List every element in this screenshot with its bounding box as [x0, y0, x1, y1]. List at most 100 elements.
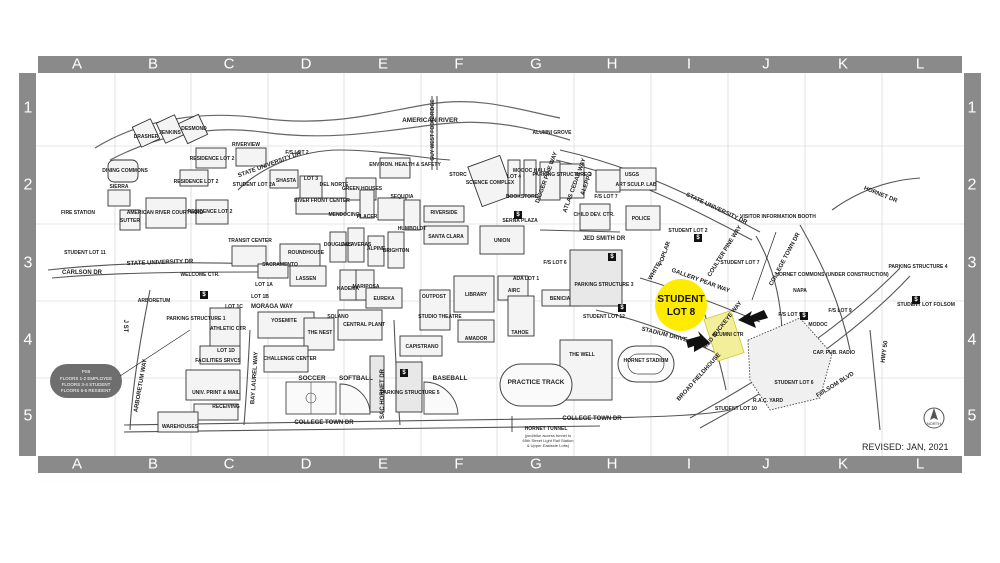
label-baseball: BASEBALL: [433, 375, 468, 382]
label-challenge: CHALLENGE CENTER: [263, 356, 316, 362]
label-sutter: SUTTER: [120, 218, 140, 224]
road-laurel: BAY LAUREL WAY: [250, 351, 260, 404]
label-mendocino: MENDOCINO: [328, 212, 359, 218]
label-warehouses: WAREHOUSES: [162, 424, 199, 430]
label-sequoia: SEQUOIA: [390, 194, 413, 200]
label-desmond: DESMOND: [181, 126, 207, 132]
label-the-well: THE WELL: [569, 352, 595, 358]
label-parking-structure-4: PARKING STRUCTURE 4: [888, 264, 947, 270]
label-univ-print: UNIV. PRINT & MAIL: [192, 390, 240, 396]
parking-marker-ps4: $: [914, 297, 918, 303]
student-lot-8-highlight: STUDENT LOT 8: [655, 279, 707, 331]
col-h-bottom: H: [607, 456, 618, 473]
grid-columns-top: A B C D E F G H I J K L: [72, 56, 924, 73]
grid-columns-bottom: A B C D E F G H I J K L: [72, 456, 924, 473]
col-k-bottom: K: [838, 456, 848, 473]
visitor-booth-pointer: [751, 231, 777, 301]
guy-west-footbridge: GUY WEST FOOTBRIDGE: [430, 96, 438, 170]
row-5-left: 5: [24, 408, 33, 425]
label-alpine: ALPINE: [367, 246, 386, 252]
col-a-bottom: A: [72, 456, 82, 473]
footbridge-label: GUY WEST FOOTBRIDGE: [430, 99, 436, 161]
label-del-norte: DEL NORTE: [320, 182, 349, 188]
label-child-dev: CHILD DEV. CTR.: [574, 212, 616, 218]
label-river-front: RIVER FRONT CENTER: [294, 198, 350, 204]
label-roundhouse: ROUNDHOUSE: [288, 250, 325, 256]
student-lot-8-area: [703, 310, 745, 362]
label-soccer: SOCCER: [298, 375, 326, 382]
road-coulter-pine: COULTER PINE WAY: [707, 225, 743, 278]
label-bookstore: BOOKSTORE: [506, 194, 539, 200]
col-h-top: H: [607, 56, 618, 73]
col-g-top: G: [530, 56, 542, 73]
label-res-lot-2a: RESIDENCE LOT 2: [190, 156, 235, 162]
highlight-line1: STUDENT: [657, 294, 704, 305]
label-police: POLICE: [632, 216, 651, 222]
tunnel-line2: 65th Street Light Rail Station: [523, 438, 574, 443]
road-college-town-s: COLLEGE TOWN DR: [562, 416, 622, 422]
col-b-bottom: B: [148, 456, 158, 473]
label-fire-station: FIRE STATION: [61, 210, 95, 216]
label-calaveras: CALAVERAS: [341, 242, 372, 248]
label-fs-lot-7: F/S LOT 7: [594, 194, 618, 200]
col-i-bottom: I: [687, 456, 691, 473]
label-transit: TRANSIT CENTER: [228, 238, 272, 244]
label-douglass: DOUGLASS: [324, 242, 353, 248]
legend-line4: FLOORS 5-6 RESIDENT: [61, 388, 112, 393]
label-art-sculp: ART SCULP. LAB: [615, 182, 656, 188]
label-shasta: SHASTA: [276, 178, 297, 184]
revised-date: REVISED: JAN, 2021: [862, 442, 949, 452]
label-student-lot-6: STUDENT LOT 6: [774, 380, 813, 386]
col-k-top: K: [838, 56, 848, 73]
row-3-left: 3: [24, 255, 33, 272]
label-lot3: LOT 3: [304, 176, 318, 182]
label-capistrano: CAPISTRANO: [405, 344, 438, 350]
label-studio-theatre: STUDIO THEATRE: [418, 314, 462, 320]
label-athletic-ctr: ATHLETIC CTR: [210, 326, 246, 332]
label-library: LIBRARY: [465, 292, 488, 298]
label-student-lot-2: STUDENT LOT 2: [668, 228, 707, 234]
row-4-right: 4: [968, 332, 977, 349]
label-outpost: OUTPOST: [422, 294, 446, 300]
col-f-bottom: F: [454, 456, 463, 473]
label-lot1b: LOT 1B: [251, 294, 269, 300]
road-college-town-w: COLLEGE TOWN DR: [294, 420, 354, 426]
col-l-top: L: [916, 56, 924, 73]
parking-marker-lot9: $: [802, 313, 806, 319]
label-lassen: LASSEN: [296, 276, 317, 282]
road-poplar: POPLAR: [658, 240, 672, 266]
col-j-top: J: [762, 56, 770, 73]
road-sac-hornet: SAC HORNET DR: [380, 368, 386, 419]
label-parking-structure-1: PARKING STRUCTURE 1: [166, 316, 225, 322]
grid-frame: [19, 56, 981, 473]
label-riverside: RIVERSIDE: [431, 210, 459, 216]
grid-rows-right: 1 2 3 4 5: [968, 100, 977, 425]
highlight-line2: LOT 8: [667, 307, 696, 318]
legend-line2: FLOORS 1-2 EMPLOYEE: [60, 376, 112, 381]
col-c-top: C: [224, 56, 235, 73]
label-receiving: RECEIVING: [212, 404, 240, 410]
label-modoc: MODOC: [808, 322, 828, 328]
river-label: AMERICAN RIVER: [402, 117, 458, 124]
label-sierra: SIERRA: [110, 184, 129, 190]
map-labels: ALUMNI GROVE DRASHER JENKINS DESMOND DIN…: [61, 126, 955, 430]
label-parking-structure-3: PARKING STRUCTURE 3: [574, 282, 633, 288]
label-kadema: KADEMA: [337, 286, 359, 292]
tunnel-title: HORNET TUNNEL: [525, 426, 568, 432]
label-lot1d: LOT 1D: [217, 348, 235, 354]
label-placer: PLACER: [357, 214, 378, 220]
label-environ: ENVIRON. HEALTH & SAFETY: [369, 162, 441, 168]
parking-marker-ps2: $: [516, 212, 520, 218]
label-ada-lot-1: ADA LOT 1: [513, 276, 539, 282]
road-state-univ-e: STATE UNIVERSITY DR: [685, 192, 749, 226]
compass-icon: NORTH: [923, 407, 945, 429]
label-hornet-commons: HORNET COMMONS (UNDER CONSTRUCTION): [775, 272, 889, 278]
label-union: UNION: [494, 238, 511, 244]
label-the-nest: THE NEST: [308, 330, 333, 336]
label-science: SCIENCE COMPLEX: [466, 180, 515, 186]
label-airc: AIRC: [508, 288, 521, 294]
parking-marker-ps1: $: [202, 292, 206, 298]
label-drasher: DRASHER: [134, 134, 159, 140]
road-broad-field: BROAD FIELDHOUSE: [676, 352, 722, 402]
label-visitor-info: VISITOR INFORMATION BOOTH: [740, 214, 816, 220]
